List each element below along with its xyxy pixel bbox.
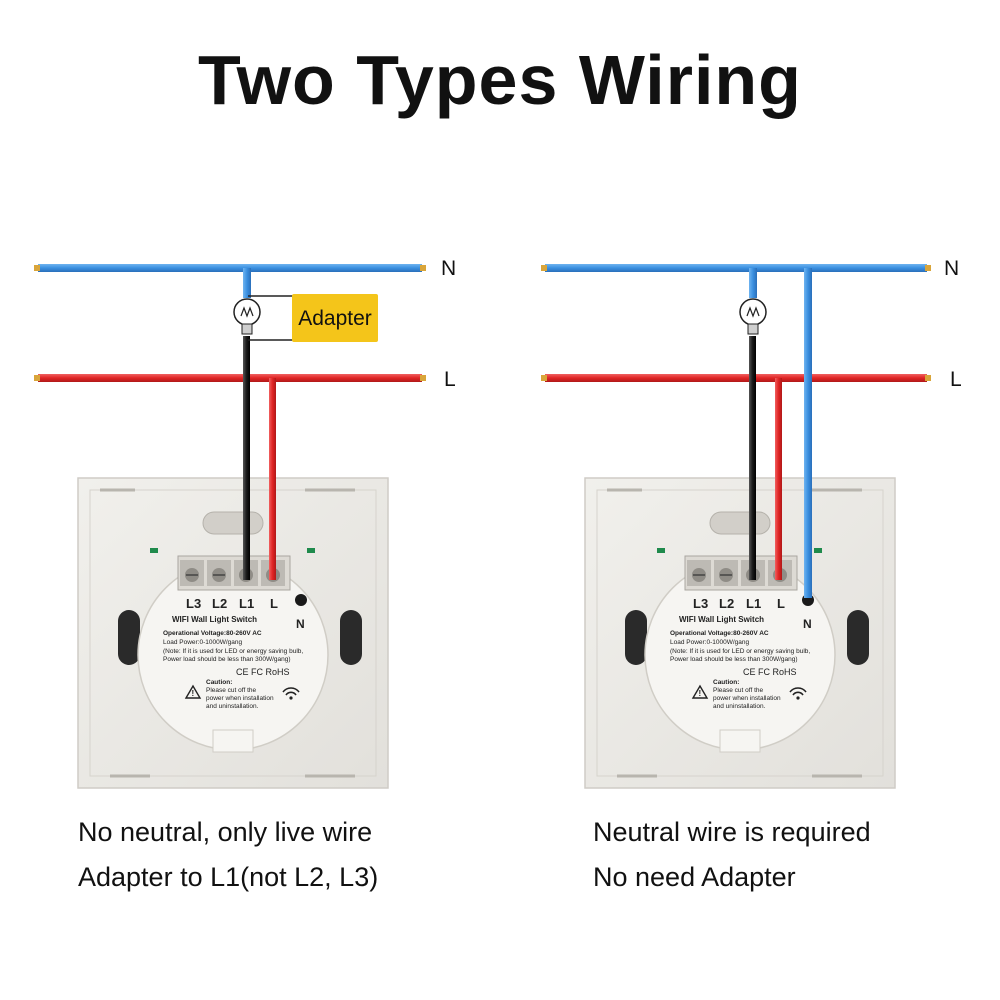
wires	[34, 264, 426, 580]
load-wire	[243, 336, 250, 580]
terminal-l-label: L	[270, 596, 278, 611]
neutral-wire	[38, 264, 422, 272]
caption-left: No neutral, only live wire Adapter to L1…	[78, 810, 378, 900]
terminal-l2-label: L2	[212, 596, 227, 611]
spec-note-1: (Note: If it is used for LED or energy s…	[163, 648, 303, 655]
warning-icon: !	[691, 684, 709, 699]
live-label: L	[950, 368, 962, 391]
wifi-icon	[789, 687, 807, 700]
caution-line-3: and uninstallation.	[206, 703, 259, 710]
spec-note-2: Power load should be less than 300W/gang…	[163, 656, 291, 663]
wires	[541, 264, 931, 598]
spec-note-1: (Note: If it is used for LED or energy s…	[670, 648, 810, 655]
caption-line: No need Adapter	[593, 862, 796, 892]
spec-power: Load Power:0-1000W/gang	[670, 639, 750, 646]
caution-title: Caution:	[206, 679, 232, 686]
neutral-drop-wire	[804, 268, 812, 598]
cert-marks: CE FC RoHS	[236, 667, 290, 677]
bulb-icon	[739, 298, 767, 335]
terminal-l3-label: L3	[186, 596, 201, 611]
terminal-l3-label: L3	[693, 596, 708, 611]
caption-line: No neutral, only live wire	[78, 817, 373, 847]
terminal-n-label: N	[296, 617, 305, 631]
caution-line-2: power when installation	[713, 695, 781, 702]
cert-marks: CE FC RoHS	[743, 667, 797, 677]
live-wire	[38, 374, 422, 382]
wifi-icon	[282, 687, 300, 700]
page-title: Two Types Wiring	[198, 41, 802, 119]
caution-title: Caution:	[713, 679, 739, 686]
module-title: WIFI Wall Light Switch	[172, 615, 257, 624]
caution-line-1: Please cut off the	[206, 687, 256, 694]
terminal-l2-label: L2	[719, 596, 734, 611]
spec-voltage: Operational Voltage:80-260V AC	[670, 630, 769, 637]
caption-right: Neutral wire is required No need Adapter	[593, 810, 871, 900]
bulb-icon	[233, 298, 261, 335]
warning-icon: !	[184, 684, 202, 699]
neutral-wire	[545, 264, 927, 272]
svg-text:!: !	[192, 689, 195, 698]
live-label: L	[444, 368, 456, 391]
caution-line-1: Please cut off the	[713, 687, 763, 694]
live-wire	[545, 374, 927, 382]
diagram-right: L3 L2 L1 L N WIFI Wall Light Switch Oper…	[541, 257, 962, 789]
diagram-left: L3 L2 L1 L N WIFI Wall Light Switch Oper…	[34, 257, 456, 789]
load-wire	[749, 336, 756, 580]
spec-note-2: Power load should be less than 300W/gang…	[670, 656, 798, 663]
terminal-l-label: L	[777, 596, 785, 611]
caption-line: Neutral wire is required	[593, 817, 871, 847]
live-drop-wire	[775, 378, 782, 580]
terminal-n-label: N	[803, 617, 812, 631]
live-drop-wire	[269, 378, 276, 580]
caution-line-3: and uninstallation.	[713, 703, 766, 710]
terminal-l1-label: L1	[746, 596, 761, 611]
adapter-box	[292, 294, 378, 342]
switch-panel: L3 L2 L1 L N WIFI Wall Light Switch Oper…	[77, 477, 389, 789]
caution-line-2: power when installation	[206, 695, 274, 702]
switch-panel: L3 L2 L1 L N WIFI Wall Light Switch Oper…	[584, 477, 896, 789]
neutral-label: N	[441, 257, 456, 280]
svg-text:!: !	[699, 689, 702, 698]
spec-voltage: Operational Voltage:80-260V AC	[163, 630, 262, 637]
caption-line: Adapter to L1(not L2, L3)	[78, 862, 379, 892]
neutral-label: N	[944, 257, 959, 280]
terminal-l1-label: L1	[239, 596, 254, 611]
spec-power: Load Power:0-1000W/gang	[163, 639, 243, 646]
module-title: WIFI Wall Light Switch	[679, 615, 764, 624]
adapter-label: Adapter	[298, 307, 372, 330]
